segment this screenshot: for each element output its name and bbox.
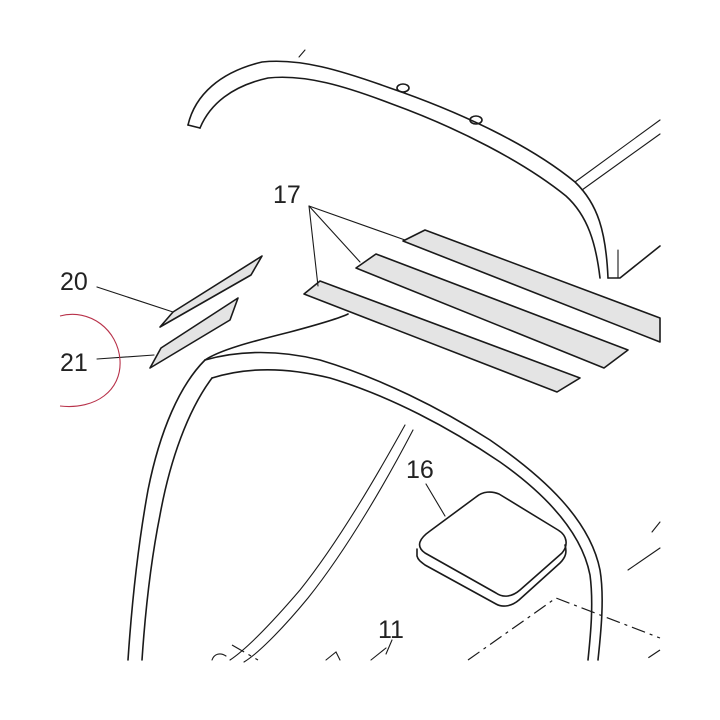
front-body: [127, 313, 661, 663]
leader-11: [385, 639, 393, 655]
decal-strip-middle: [355, 253, 629, 369]
leader-lines: [96, 205, 446, 655]
decal-21: [149, 297, 239, 369]
decal-strips-17: [303, 229, 661, 393]
callout-17: 17: [273, 181, 301, 209]
leader-17-b: [308, 205, 361, 263]
access-panel-16: [416, 491, 567, 607]
upper-hood: [187, 49, 661, 279]
leader-17-c: [308, 205, 319, 287]
leader-21: [96, 354, 155, 360]
leader-17-a: [308, 205, 406, 241]
decal-20: [159, 255, 263, 328]
sub-assembly-outline: [211, 597, 661, 661]
callout-16: 16: [406, 456, 434, 484]
callout-11: 11: [378, 616, 404, 644]
decal-strip-bottom: [303, 280, 581, 393]
callout-20: 20: [60, 268, 88, 296]
markup-circle: [59, 313, 121, 408]
callout-21: 21: [60, 349, 88, 377]
leader-16: [425, 483, 446, 517]
leader-20: [96, 286, 174, 313]
decal-strip-top: [402, 229, 661, 343]
